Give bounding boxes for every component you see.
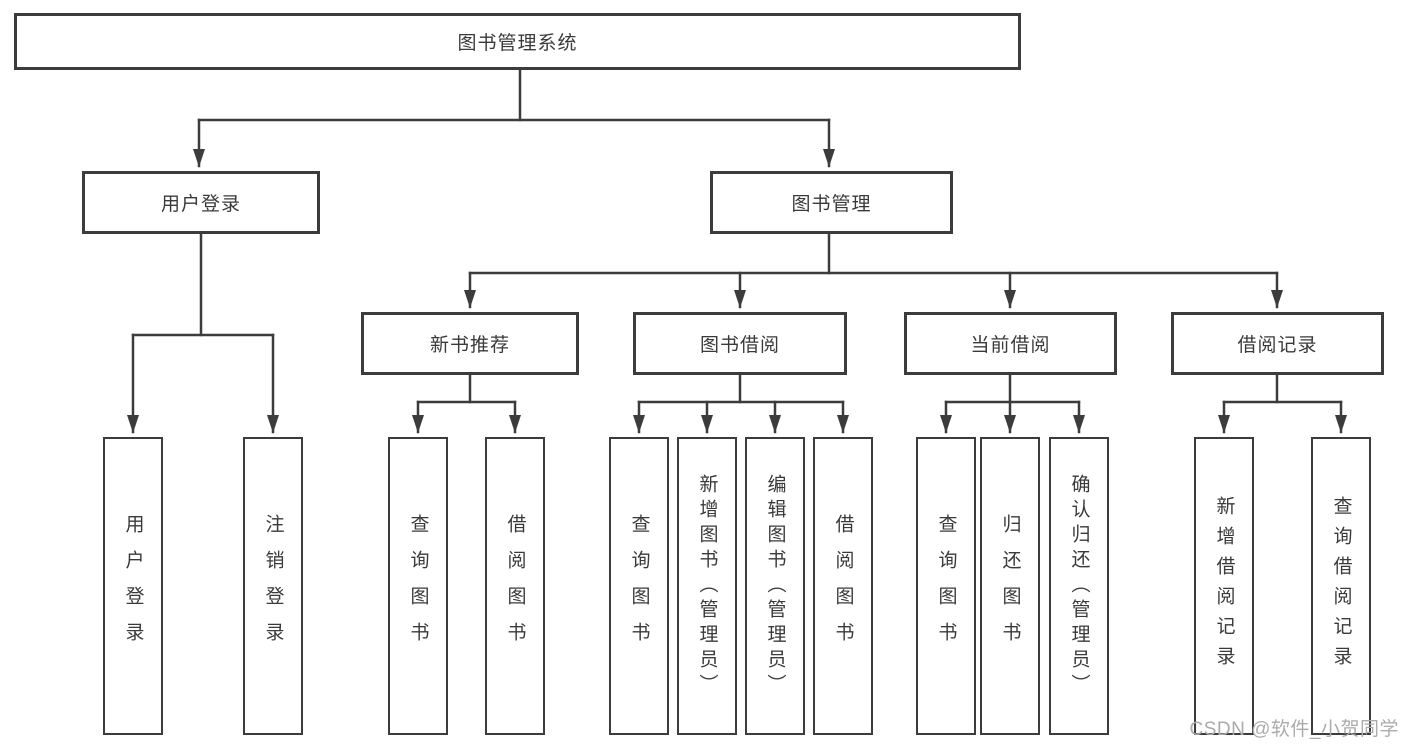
leaf-confirm-return-admin: 确认归还（管理员） xyxy=(1049,437,1109,735)
leaf-label: 借阅图书 xyxy=(832,514,854,658)
leaf-query-books-current: 查询图书 xyxy=(916,437,976,735)
leaf-label: 确认归还（管理员） xyxy=(1068,473,1090,699)
node-new-book-recommendation: 新书推荐 xyxy=(361,312,579,375)
node-book-borrowing: 图书借阅 xyxy=(633,312,847,375)
leaf-query-borrow-record: 查询借阅记录 xyxy=(1311,437,1371,735)
node-user-login: 用户登录 xyxy=(82,171,320,234)
leaf-borrow-books: 借阅图书 xyxy=(813,437,873,735)
leaf-query-books-recommend: 查询图书 xyxy=(388,437,448,735)
leaf-label: 新增借阅记录 xyxy=(1213,496,1235,676)
leaf-label: 查询图书 xyxy=(935,514,957,658)
node-library-management-system: 图书管理系统 xyxy=(14,13,1021,70)
leaf-user-login: 用户登录 xyxy=(103,437,163,735)
leaf-add-book-admin: 新增图书（管理员） xyxy=(677,437,737,735)
node-book-management: 图书管理 xyxy=(710,171,953,234)
node-borrowing-records: 借阅记录 xyxy=(1171,312,1384,375)
node-current-borrowing: 当前借阅 xyxy=(904,312,1117,375)
leaf-label: 编辑图书（管理员） xyxy=(764,473,786,699)
leaf-label: 查询图书 xyxy=(407,514,429,658)
leaf-borrow-books-recommend: 借阅图书 xyxy=(485,437,545,735)
leaf-label: 查询图书 xyxy=(628,514,650,658)
leaf-label: 注销登录 xyxy=(262,514,284,658)
leaf-add-borrow-record: 新增借阅记录 xyxy=(1194,437,1254,735)
leaf-label: 借阅图书 xyxy=(504,514,526,658)
leaf-label: 查询借阅记录 xyxy=(1330,496,1352,676)
csdn-watermark: CSDN @软件_小贺同学 xyxy=(1189,719,1399,740)
leaf-query-books-borrowing: 查询图书 xyxy=(609,437,669,735)
leaf-label: 归还图书 xyxy=(999,514,1021,658)
leaf-logout: 注销登录 xyxy=(243,437,303,735)
leaf-edit-book-admin: 编辑图书（管理员） xyxy=(745,437,805,735)
leaf-label: 新增图书（管理员） xyxy=(696,473,718,699)
leaf-return-book: 归还图书 xyxy=(980,437,1040,735)
leaf-label: 用户登录 xyxy=(122,514,144,658)
